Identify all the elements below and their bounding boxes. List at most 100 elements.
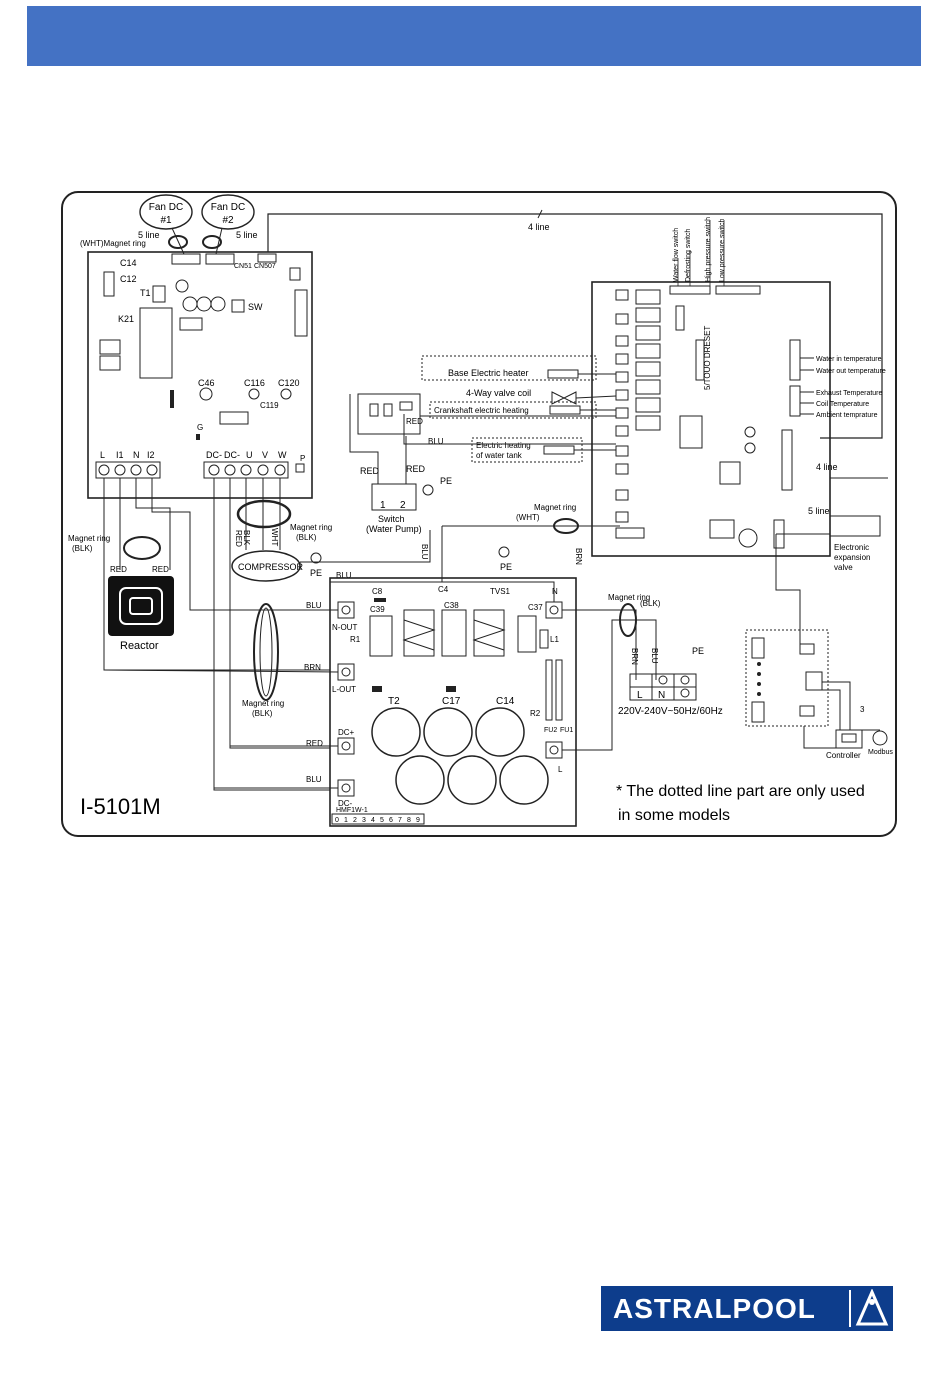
comp-c120 (280, 388, 292, 400)
output-terminal-column (615, 289, 629, 523)
relay-column (635, 289, 661, 431)
main-control-board (591, 281, 831, 557)
main-buzzer (738, 528, 758, 548)
strip-6: 6 (389, 817, 393, 824)
wire-wht-comp: WHT (270, 528, 279, 546)
label-c12: C12 (120, 274, 137, 284)
comp-c39 (369, 615, 393, 657)
terminal-label-u: U (246, 450, 253, 460)
supply-pe-label: PE (692, 646, 704, 656)
filter-blk-label: (BLK) (252, 709, 273, 718)
filter-cap-4 (395, 755, 445, 805)
label-n-out: N-OUT (332, 623, 357, 632)
label-fu1: FU1 (560, 727, 573, 734)
water-tank-label-1: Electric heating (476, 441, 531, 450)
modbus-label: Modbus (868, 749, 893, 756)
power-terminal-block: L I1 N I2 (95, 450, 161, 479)
strip-3: 3 (362, 817, 366, 824)
label-c116: C116 (244, 378, 265, 388)
fan1-5-line: 5 line (138, 230, 160, 240)
supply-blu-label: BLU (650, 648, 659, 664)
terminal-dc-minus (337, 779, 355, 797)
cn507-connector (257, 253, 277, 263)
label-fu2: FU2 (544, 727, 557, 734)
terminal-l-out (337, 663, 355, 681)
mid-magnet-label: Magnet ring (534, 503, 576, 512)
main-chip (719, 461, 741, 485)
comp-circle-3 (196, 296, 212, 312)
filter-magnet-ring (253, 603, 279, 701)
label-tvs1: TVS1 (490, 587, 511, 596)
label-c39: C39 (370, 605, 385, 614)
filter-magnet-label: Magnet ring (242, 699, 284, 708)
water-pump-switch (371, 483, 417, 511)
comp-c116 (248, 388, 260, 400)
sensor-list: Water in temperature Water out temperatu… (800, 356, 886, 419)
label-p: P (300, 454, 305, 463)
four-line-label-right: 4 line (816, 462, 838, 472)
valve-coil-label: 4-Way valve coil (466, 388, 531, 398)
strip-0: 0 (335, 817, 339, 824)
comp-r2-a (545, 659, 553, 721)
controller-device (835, 729, 863, 749)
switch-terminal-2: 2 (400, 500, 406, 511)
label-c120: C120 (278, 378, 300, 388)
comp-l1 (539, 629, 549, 649)
switch-defrosting: Defrosting switch (685, 229, 692, 282)
comp-c46 (199, 387, 213, 401)
comp-sw (231, 299, 245, 313)
controller-label: Controller (826, 751, 861, 760)
sensor-connector-a (789, 339, 801, 381)
comp-magnet-label: Magnet ring (290, 523, 332, 532)
main-board-code: 5/TOUO DRESET (703, 326, 712, 390)
fan1-label-top: Fan DC (149, 202, 183, 213)
fan2-connector (205, 253, 235, 265)
filter-cap-5 (447, 755, 497, 805)
label-hmf1w: HMF1W-1 (336, 807, 368, 814)
reactor-label: Reactor (120, 640, 159, 652)
switch-water-flow: Water flow switch (673, 228, 680, 282)
comp-side-connector (294, 289, 308, 337)
strip-5: 5 (380, 817, 384, 824)
label-r1: R1 (350, 635, 361, 644)
terminal-label-w: W (278, 450, 287, 460)
comp-circle-2 (182, 296, 198, 312)
terminal-l-in (545, 741, 563, 759)
switch-connector-row (669, 285, 761, 295)
comp-pe-ground (310, 552, 322, 564)
strip-2: 2 (353, 817, 357, 824)
supply-voltage: 220V-240V~50Hz/60Hz (618, 706, 723, 717)
label-t1: T1 (140, 288, 151, 298)
label-n-in: N (552, 587, 558, 596)
base-heater-box (421, 355, 597, 381)
supply-magnet-label: Magnet ring (608, 593, 650, 602)
valve-coil-symbol (551, 391, 566, 405)
label-c38: C38 (444, 601, 459, 610)
sensor-water-in: Water in temperature (816, 356, 882, 363)
crankshaft-label: Crankshaft electric heating (434, 406, 529, 415)
label-c17: C17 (442, 696, 461, 707)
main-reset-switch (695, 339, 705, 381)
controller-board (745, 629, 829, 727)
main-ic (679, 415, 703, 449)
switch-low-pressure: Low pressure switch (719, 218, 726, 282)
strip-1: 1 (344, 817, 348, 824)
main-chip-2 (709, 519, 735, 539)
label-l1: L1 (550, 635, 559, 644)
terminal-dc-plus (337, 737, 355, 755)
switch-label: Switch (378, 514, 405, 524)
comp-circle-1 (175, 279, 189, 293)
reactor-red-left: RED (110, 565, 127, 574)
eev-label-2: expansion (834, 553, 870, 562)
compressor-label: COMPRESSOR (238, 562, 304, 572)
water-tank-element (543, 445, 575, 455)
logo-text: ASTRALPOOL (613, 1293, 816, 1324)
filter-inductor-1 (403, 609, 435, 657)
filter-cap-1 (371, 707, 421, 757)
header-bar (27, 6, 921, 66)
left-magnet-ring (123, 536, 161, 560)
eev-label-1: Electronic (834, 543, 869, 552)
filter-inductor-2 (473, 609, 505, 657)
label-dc-minus: DC- (338, 799, 353, 808)
eev-box (829, 515, 881, 537)
